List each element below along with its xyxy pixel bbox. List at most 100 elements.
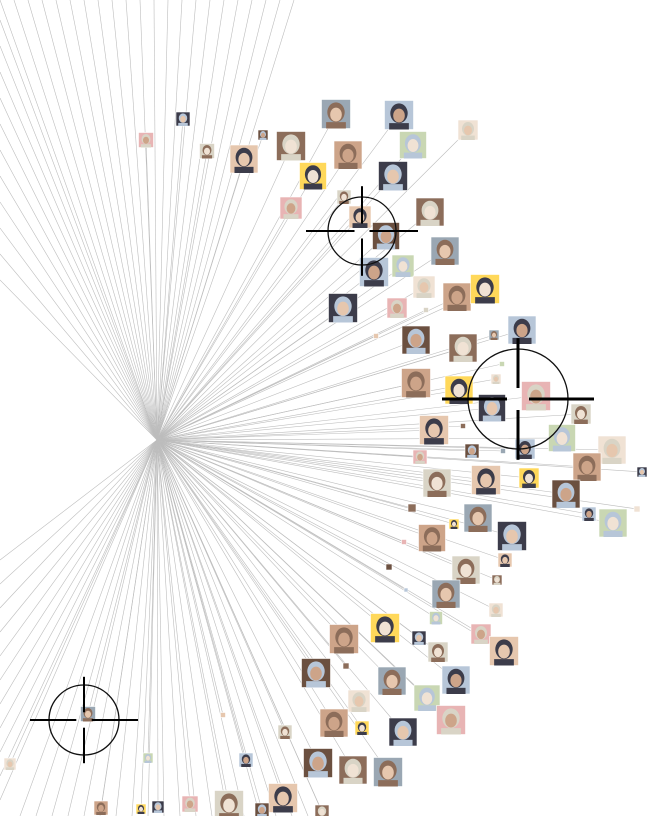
profile-photo-node[interactable]: [238, 752, 254, 768]
profile-photo-node[interactable]: [457, 119, 479, 141]
profile-photo-node[interactable]: [138, 132, 154, 148]
profile-photo-node[interactable]: [257, 129, 269, 141]
profile-photo-node[interactable]: [377, 666, 407, 696]
profile-photo-node[interactable]: [470, 623, 492, 645]
profile-photo-node[interactable]: [570, 403, 592, 425]
profile-photo-node[interactable]: [277, 724, 293, 740]
profile-photo-node[interactable]: [507, 315, 537, 345]
profile-photo-node[interactable]: [415, 197, 445, 227]
profile-photo-node[interactable]: [451, 555, 481, 585]
profile-photo-node[interactable]: [372, 222, 400, 250]
profile-photo-node[interactable]: [3, 757, 17, 771]
profile-photo-node[interactable]: [497, 552, 513, 568]
profile-photo-node[interactable]: [175, 111, 191, 127]
profile-photo-node[interactable]: [442, 282, 472, 312]
profile-photo-node[interactable]: [347, 689, 371, 713]
profile-photo-node[interactable]: [521, 381, 551, 411]
profile-photo-node[interactable]: [299, 162, 327, 190]
profile-photo-node[interactable]: [399, 131, 427, 159]
profile-photo-node[interactable]: [373, 757, 403, 787]
profile-photo-node[interactable]: [301, 658, 331, 688]
profile-photo-node[interactable]: [463, 503, 493, 533]
profile-photo-node[interactable]: [636, 466, 648, 478]
profile-photo-node[interactable]: [419, 415, 449, 445]
profile-photo-node[interactable]: [348, 205, 372, 229]
profile-photo-node[interactable]: [328, 293, 358, 323]
profile-photo-node[interactable]: [93, 800, 109, 816]
profile-photo-node[interactable]: [388, 717, 418, 747]
profile-photo-node[interactable]: [151, 800, 165, 814]
profile-photo-node[interactable]: [229, 144, 259, 174]
profile-photo-node[interactable]: [354, 720, 370, 736]
profile-photo-node[interactable]: [431, 579, 461, 609]
profile-photo-node[interactable]: [214, 790, 244, 816]
profile-photo-node[interactable]: [497, 521, 527, 551]
profile-photo-node[interactable]: [303, 748, 333, 778]
profile-photo-node[interactable]: [314, 804, 330, 816]
profile-photo-node[interactable]: [448, 333, 478, 363]
profile-photo-node[interactable]: [401, 539, 407, 545]
profile-photo-node[interactable]: [464, 443, 480, 459]
profile-photo-node[interactable]: [411, 630, 427, 646]
profile-photo-node[interactable]: [279, 196, 303, 220]
profile-photo-node[interactable]: [142, 752, 154, 764]
profile-photo-node[interactable]: [418, 524, 446, 552]
profile-photo-node[interactable]: [385, 563, 393, 571]
profile-photo-node[interactable]: [370, 613, 400, 643]
profile-photo-node[interactable]: [321, 99, 351, 129]
profile-photo-node[interactable]: [423, 307, 429, 313]
profile-photo-node[interactable]: [268, 783, 298, 813]
profile-photo-node[interactable]: [384, 100, 414, 130]
edge: [139, 0, 158, 441]
profile-photo-node[interactable]: [422, 468, 452, 498]
profile-photo-node[interactable]: [386, 297, 408, 319]
profile-photo-node[interactable]: [401, 325, 431, 355]
profile-photo-node[interactable]: [220, 712, 226, 718]
profile-photo-node[interactable]: [489, 636, 519, 666]
profile-photo-node[interactable]: [427, 641, 449, 663]
profile-photo-node[interactable]: [598, 508, 628, 538]
profile-photo-node[interactable]: [359, 257, 389, 287]
profile-photo-node[interactable]: [430, 236, 460, 266]
profile-photo-node[interactable]: [342, 662, 350, 670]
profile-photo-node[interactable]: [319, 708, 349, 738]
profile-photo-node[interactable]: [548, 424, 576, 452]
profile-photo-node[interactable]: [471, 465, 501, 495]
profile-photo-node[interactable]: [412, 275, 436, 299]
profile-photo-node[interactable]: [488, 602, 504, 618]
profile-photo-node[interactable]: [403, 587, 409, 593]
profile-photo-node[interactable]: [401, 368, 431, 398]
profile-photo-node[interactable]: [329, 624, 359, 654]
profile-photo-node[interactable]: [500, 448, 506, 454]
profile-photo-node[interactable]: [470, 274, 500, 304]
profile-photo-node[interactable]: [181, 795, 199, 813]
profile-photo-node[interactable]: [378, 161, 408, 191]
profile-photo-node[interactable]: [572, 452, 602, 482]
profile-photo-node[interactable]: [333, 140, 363, 170]
profile-photo-node[interactable]: [413, 684, 441, 712]
profile-photo-node[interactable]: [491, 574, 503, 586]
profile-photo-node[interactable]: [135, 803, 147, 815]
profile-photo-node[interactable]: [436, 705, 466, 735]
profile-photo-node[interactable]: [597, 435, 627, 465]
profile-photo-node[interactable]: [518, 467, 540, 489]
profile-photo-node[interactable]: [551, 479, 581, 509]
profile-photo-node[interactable]: [448, 518, 460, 530]
profile-photo-node[interactable]: [276, 131, 306, 161]
profile-photo-node[interactable]: [199, 143, 215, 159]
profile-photo-node[interactable]: [338, 755, 368, 785]
profile-photo-node[interactable]: [499, 361, 505, 367]
profile-photo-node[interactable]: [373, 333, 379, 339]
profile-photo-node[interactable]: [407, 503, 417, 513]
profile-photo-node[interactable]: [412, 449, 428, 465]
profile-photo-node[interactable]: [460, 423, 466, 429]
profile-photo-node[interactable]: [391, 254, 415, 278]
profile-photo-node[interactable]: [254, 802, 270, 816]
profile-photo-node[interactable]: [488, 329, 500, 341]
profile-photo-node[interactable]: [80, 706, 96, 722]
profile-photo-node[interactable]: [429, 611, 443, 625]
profile-photo-node[interactable]: [633, 505, 641, 513]
profile-photo-node[interactable]: [581, 506, 597, 522]
profile-photo-node[interactable]: [441, 665, 471, 695]
profile-photo-node[interactable]: [490, 373, 502, 385]
